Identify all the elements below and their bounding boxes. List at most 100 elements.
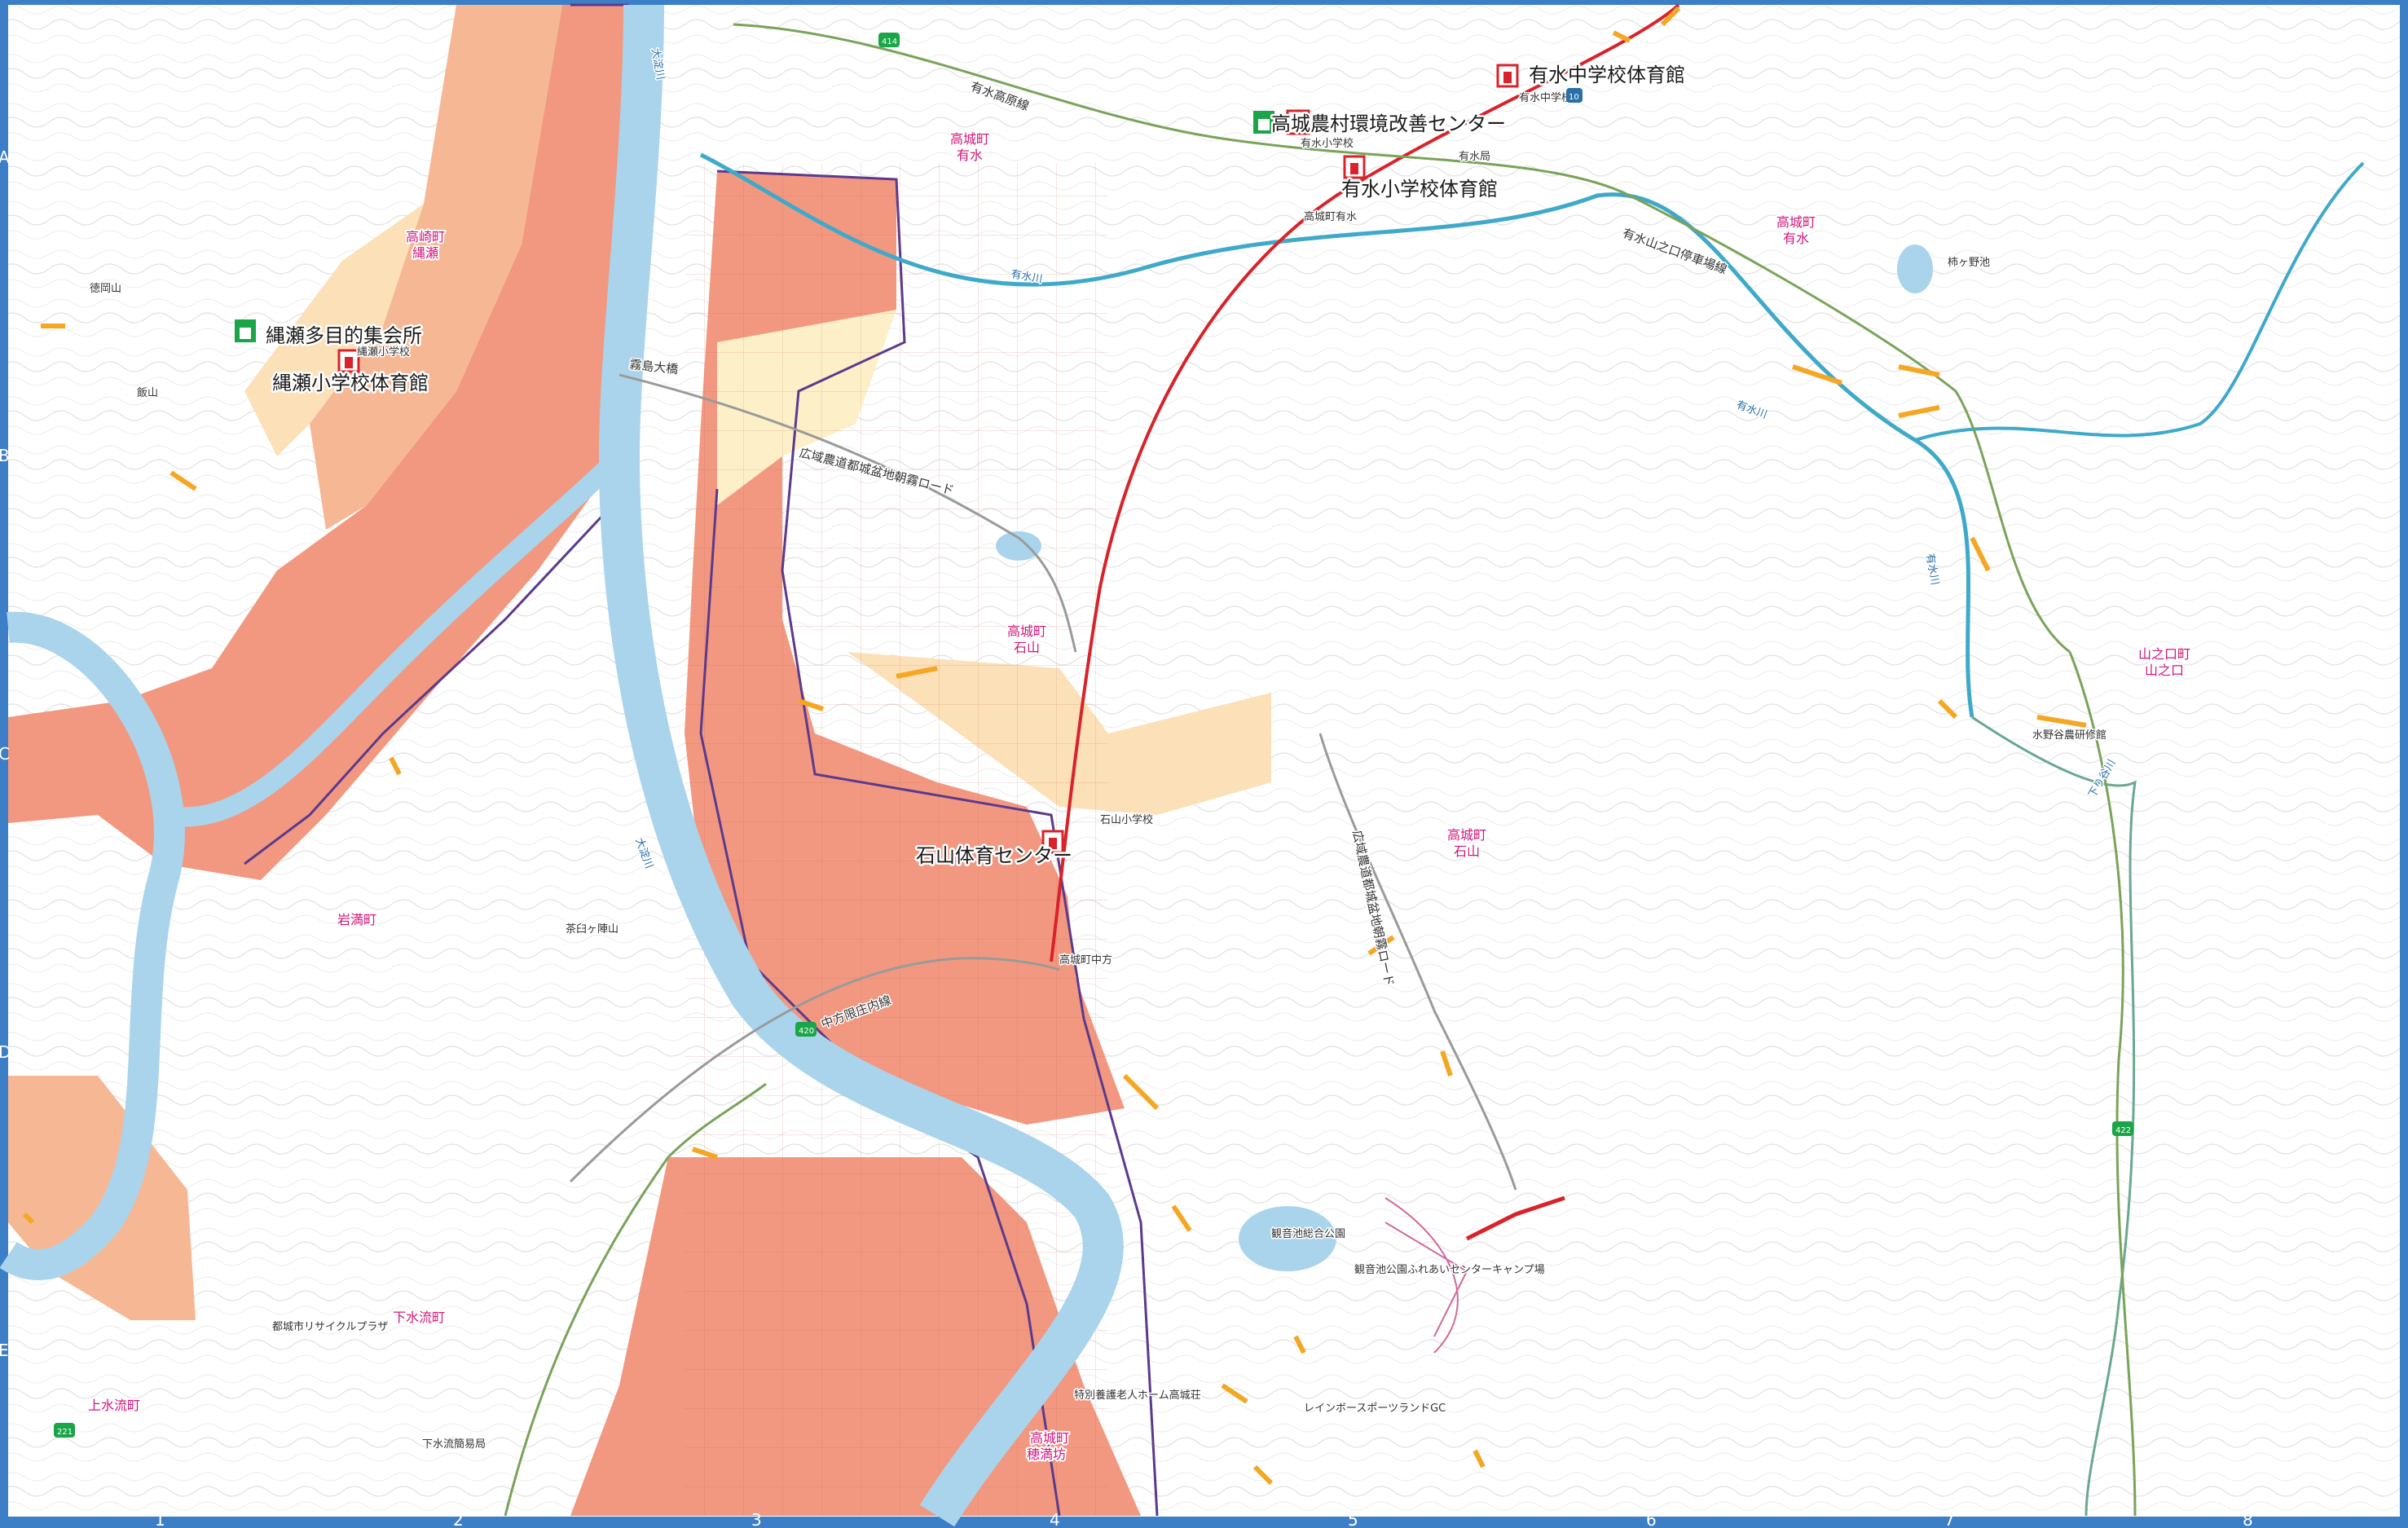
grid-row-label: B <box>0 446 10 465</box>
place-label: 有水小学校 <box>1301 137 1354 150</box>
town-label: 下水流町 <box>393 1310 445 1325</box>
landslide-zones <box>22 6 2087 1486</box>
place-label: 観音池総合公園 <box>1271 1227 1345 1240</box>
landslide-zone <box>1898 405 1940 418</box>
flood-zone-paddy-overlay <box>685 163 1108 1516</box>
landslide-zone <box>389 756 402 776</box>
landslide-zone <box>692 1147 718 1160</box>
town-labels: 高城町 有水 高城町 有水 高崎町 縄瀬 高城町 石山 高城町 石山 山之口町 … <box>86 130 2192 1464</box>
west-river <box>0 611 185 1280</box>
hazard-line-red <box>1465 1196 1565 1241</box>
facility-label: 有水小学校体育館 <box>1341 178 1498 200</box>
grid-column-label: 1 <box>155 1510 165 1528</box>
route-shield-icon <box>54 1423 75 1438</box>
place-label: 高城町中方 <box>1059 953 1112 967</box>
place-label: 下水流簡易局 <box>422 1438 486 1451</box>
grid-column-label: 3 <box>751 1510 762 1528</box>
place-label: 縄瀬小学校 <box>357 346 410 359</box>
landslide-zone <box>1221 1383 1248 1404</box>
landslide-zone <box>1937 698 1958 720</box>
town-label: 高城町 <box>1776 214 1816 230</box>
svg-text:221: 221 <box>57 1428 73 1437</box>
route-shields: 414 10 420 422 221 <box>54 33 2133 1438</box>
grid-column-label: 8 <box>2243 1510 2253 1528</box>
grid-column-label: 4 <box>1050 1510 1060 1528</box>
place-label: 茶臼ヶ陣山 <box>566 923 619 936</box>
grid-row-label: C <box>0 744 10 764</box>
national-highway <box>1050 3 1680 962</box>
town-label: 山之口 <box>2145 663 2184 678</box>
grid-column-label: 2 <box>453 1510 464 1528</box>
town-label: 縄瀬 <box>412 245 438 261</box>
svg-text:420: 420 <box>799 1027 814 1036</box>
stream-north <box>1914 161 2365 442</box>
flood-zone-west-yellow <box>244 204 424 456</box>
svg-text:422: 422 <box>2115 1126 2131 1135</box>
route-shield-icon <box>2112 1121 2133 1136</box>
road-nakahogen <box>569 957 1060 1183</box>
flood-zone-west-river <box>8 5 632 880</box>
west-river-branch <box>161 449 627 827</box>
town-label: 高崎町 <box>406 229 445 244</box>
road-southwest <box>504 1082 767 1517</box>
landslide-zone <box>1252 1464 1274 1486</box>
landslide-zone <box>1898 364 1940 377</box>
route-shield-icon <box>878 33 900 47</box>
town-label: 石山 <box>1014 640 1040 655</box>
town-label: 高城町 <box>1007 623 1046 639</box>
route-shield-icon <box>795 1022 817 1037</box>
place-label: 柿ヶ野池 <box>1948 256 1990 269</box>
svg-text:414: 414 <box>882 37 897 46</box>
refuge-community-icon <box>235 319 256 342</box>
place-label: レインボースポーツランドGC <box>1304 1403 1446 1415</box>
place-label: 飯山 <box>137 387 158 399</box>
town-label: 高城町 <box>1447 827 1486 843</box>
refuge-community-icon <box>1253 111 1274 134</box>
landslide-zone <box>1440 1050 1453 1077</box>
facility-label: 縄瀬小学校体育館 <box>272 372 429 394</box>
place-label: 都城市リサイクルプラザ <box>272 1320 388 1333</box>
prefectural-road-north <box>733 23 2071 654</box>
landslide-zone <box>169 470 197 491</box>
flood-zones <box>8 5 1271 1516</box>
grid-row-label: A <box>0 148 10 167</box>
place-label: 徳岡山 <box>90 283 121 295</box>
stream-south <box>1971 716 2137 1517</box>
place-label: 石山小学校 <box>1100 813 1153 826</box>
road-asagiri-east <box>1318 733 1517 1191</box>
refuge-school-icon <box>1286 109 1310 135</box>
landslide-zone <box>798 698 824 711</box>
kannon-pond <box>1239 1206 1336 1271</box>
landslide-zone <box>1473 1449 1486 1469</box>
refuge-school-icon <box>1496 64 1519 88</box>
place-label: 観音池公園ふれあいセンターキャンプ場 <box>1354 1263 1545 1276</box>
grid-row-label: E <box>0 1341 9 1360</box>
refuge-school-icon <box>1041 830 1064 854</box>
place-labels: 有水中学校 有水小学校 高城町有水 有水局 縄瀬小学校 石山小学校 高城町中方 … <box>89 90 2108 1452</box>
landslide-zone <box>1367 935 1395 956</box>
grid-row-label: D <box>0 1042 11 1062</box>
refuge-school-icon <box>337 349 360 373</box>
facility-label: 石山体育センター <box>916 844 1072 867</box>
landslide-zone <box>1612 30 1631 43</box>
landslide-zone <box>896 666 938 679</box>
landslide-zone <box>2036 715 2087 728</box>
facility-label: 縄瀬多目的集会所 <box>266 324 422 347</box>
grid-column-label: 6 <box>1646 1510 1657 1528</box>
town-label: 穂満坊 <box>1027 1447 1066 1462</box>
svg-text:10: 10 <box>1569 93 1579 102</box>
hiking-trail <box>1384 1197 1468 1354</box>
prefectural-road-south <box>2068 651 2137 1517</box>
place-label: 高城町有水 <box>1304 210 1357 223</box>
grid-column-label: 7 <box>1944 1510 1955 1528</box>
main-river <box>598 4 1124 1527</box>
route-shield-icon <box>1566 88 1583 103</box>
landslide-zone <box>1792 364 1842 385</box>
town-label: 高城町 <box>950 131 989 147</box>
refuge-school-icon <box>1343 155 1366 179</box>
town-label: 有水 <box>1783 231 1809 246</box>
town-label: 岩満町 <box>337 912 376 927</box>
small-pond <box>996 531 1041 561</box>
